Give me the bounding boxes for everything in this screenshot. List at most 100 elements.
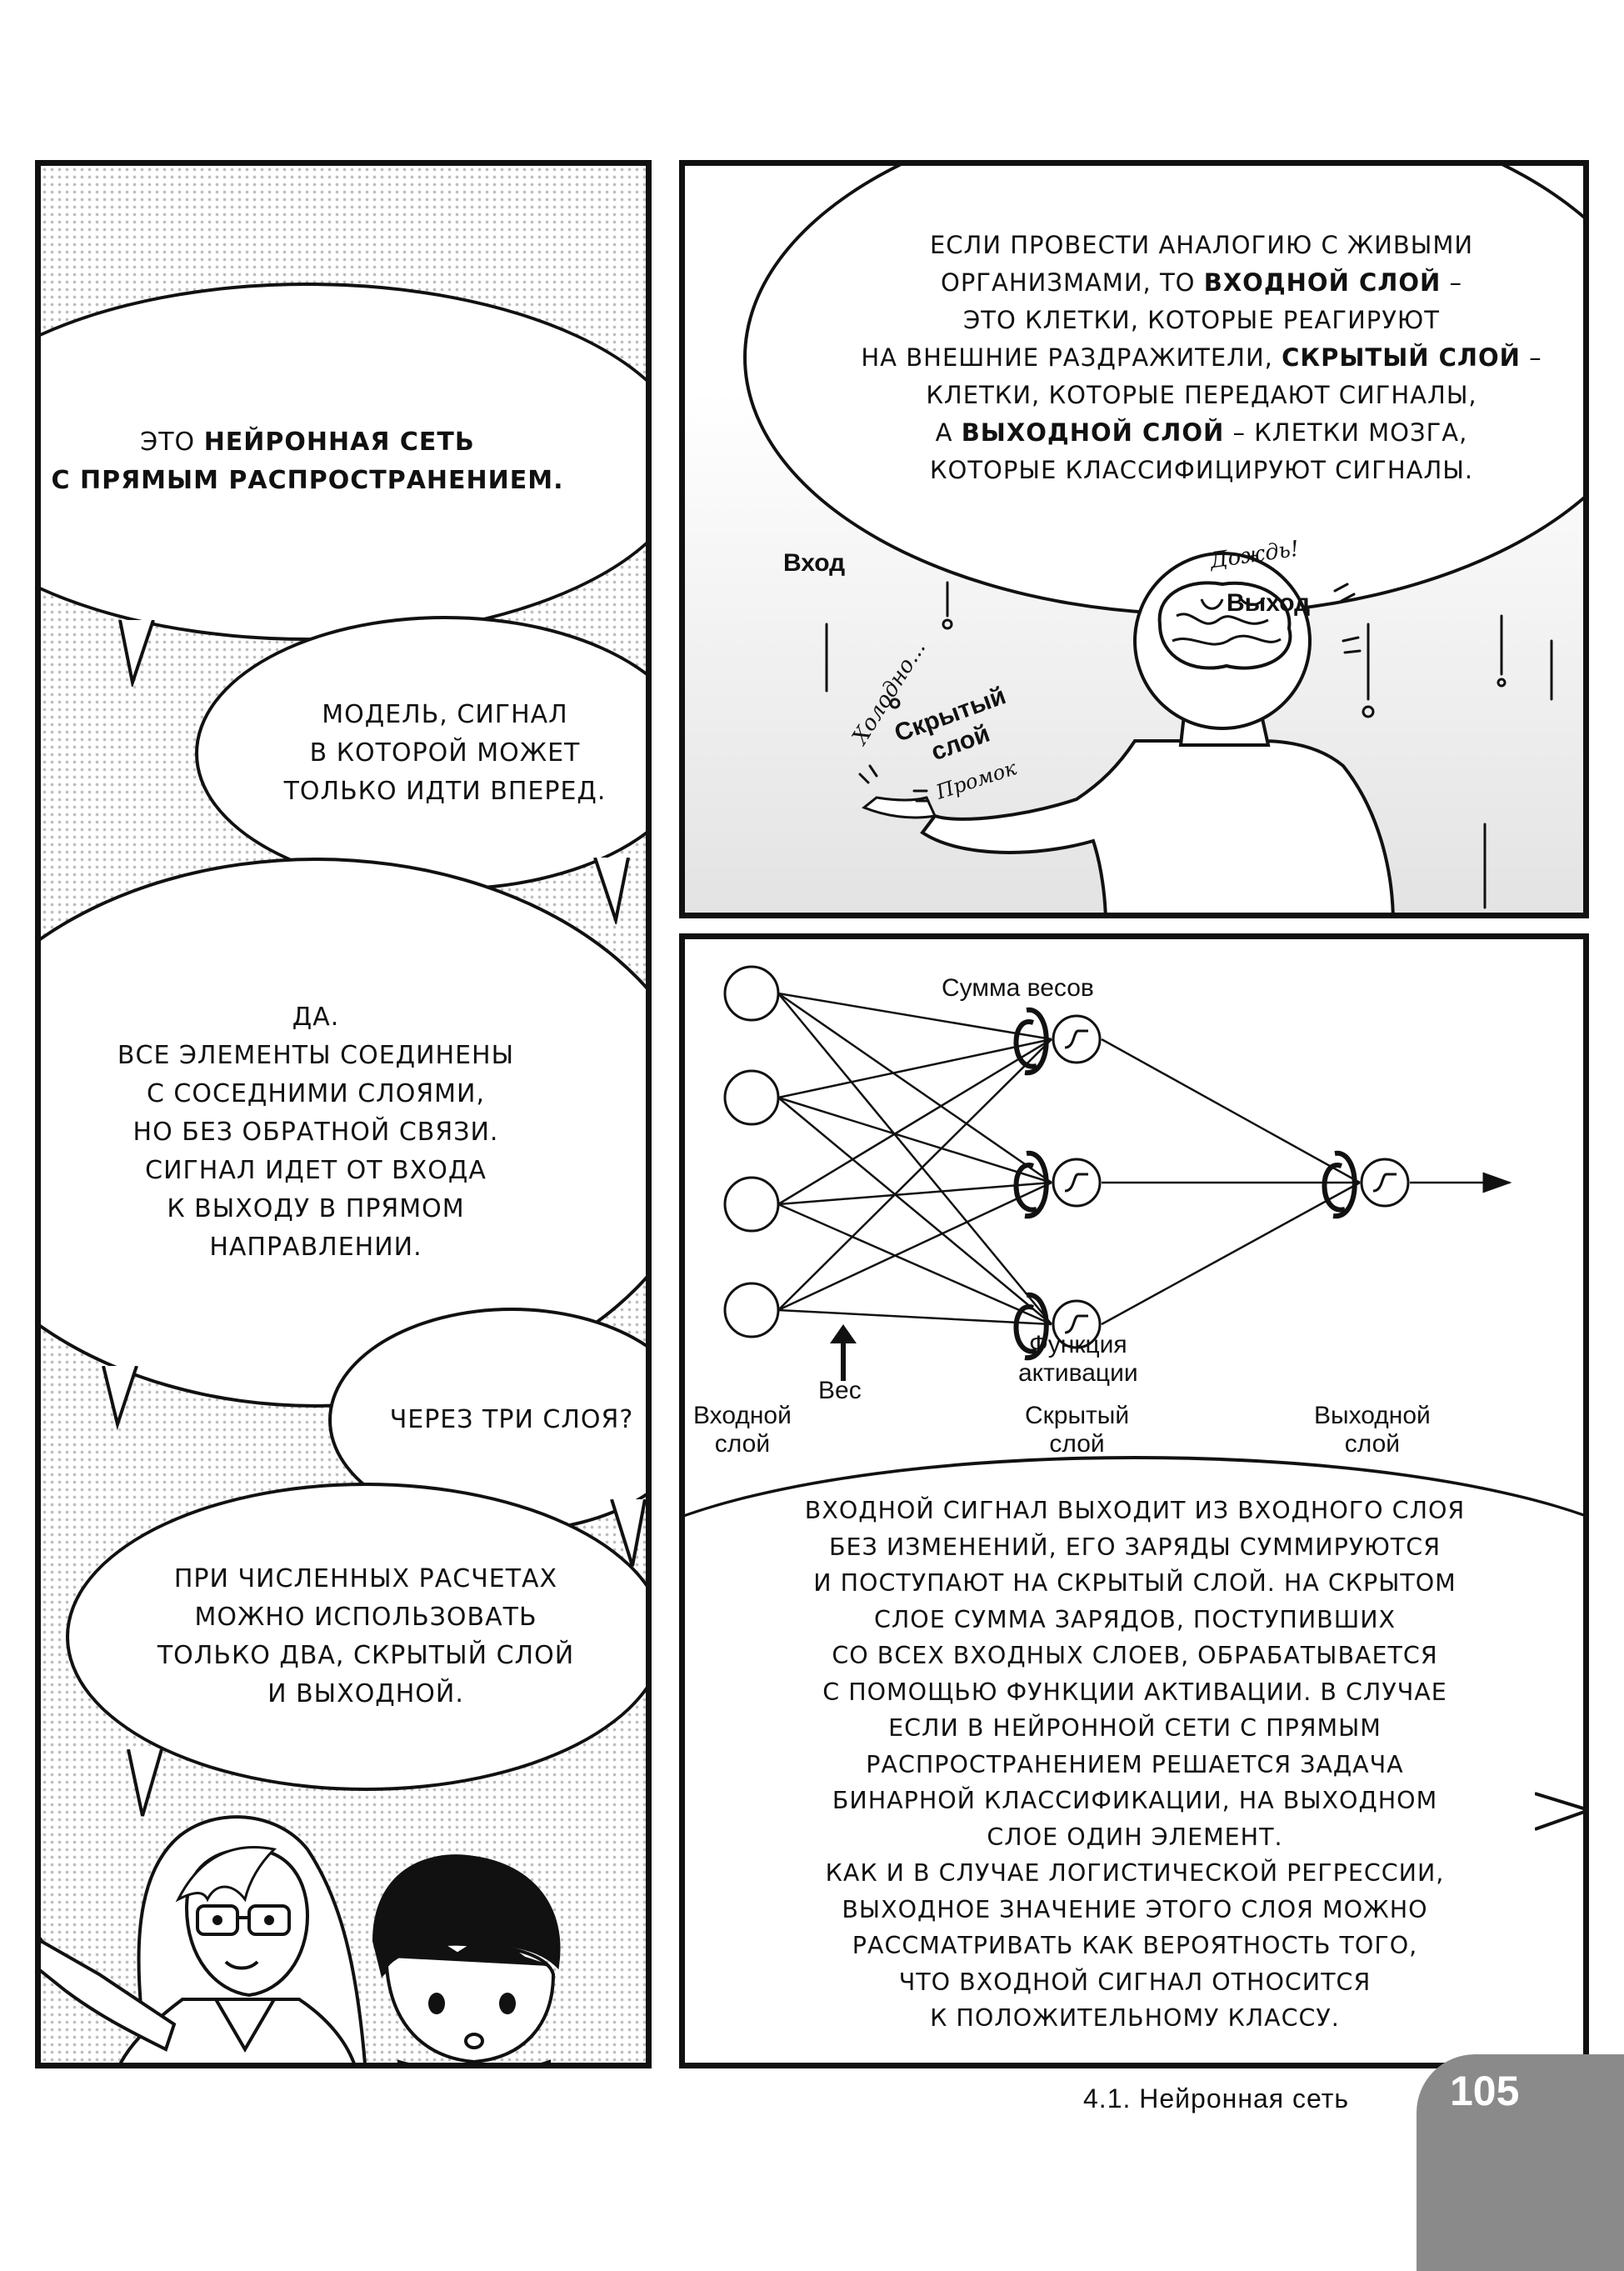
caption-line: с помощью функции активации. В случае — [822, 1678, 1447, 1706]
caption-line: рассматривать как вероятность того, — [852, 1932, 1418, 1959]
label-input-layer: Входной слой — [693, 1402, 792, 1458]
bubble-line: Все элементы соединены — [117, 1041, 515, 1070]
bubble-line: в которой может — [309, 738, 581, 768]
label-line: слой — [1344, 1430, 1401, 1458]
label-activation-function: Функция активации — [1018, 1331, 1138, 1388]
label-line: слой — [714, 1430, 771, 1458]
sum-loop-icon — [1024, 1007, 1049, 1076]
caption-line: слое сумма зарядов, поступивших — [873, 1605, 1397, 1633]
caption-line: распространением решается задача — [866, 1750, 1404, 1778]
bubble-tail — [1535, 1792, 1583, 1831]
bubble-line: которые классифицируют сигналы. — [929, 455, 1474, 484]
network-diagram-panel: Сумма весов Функция активации Вес Входно… — [679, 933, 1589, 2068]
connection-line — [777, 1181, 1052, 1206]
input-node — [723, 1069, 780, 1126]
connection-line — [1101, 1038, 1361, 1184]
bubble-line: можно использовать — [194, 1603, 537, 1632]
characters-illustration — [41, 1815, 561, 2063]
caption-line: что входной сигнал относится — [898, 1968, 1372, 1996]
caption-line: если в нейронной сети с прямым — [888, 1714, 1382, 1742]
connection-line — [777, 1097, 1052, 1325]
bubble-tail — [118, 620, 155, 687]
text: а — [935, 418, 962, 447]
sum-loop-icon — [1013, 1163, 1037, 1213]
sum-loop-icon — [1024, 1292, 1049, 1361]
connection-line — [777, 1203, 1052, 1326]
weight-arrow-icon — [830, 1324, 857, 1381]
bubble-line: При численных расчетах — [173, 1564, 558, 1593]
caption-line: выходное значение этого слоя можно — [842, 1895, 1428, 1923]
output-node — [1360, 1158, 1410, 1208]
bubble-line: только два, скрытый слой — [157, 1641, 575, 1670]
speech-bubble-two-layers: При численных расчетах можно использоват… — [66, 1483, 646, 1791]
bubble-line: Через три слоя? — [389, 1405, 634, 1434]
bubble-line: Это нейронная сеть — [140, 423, 474, 462]
page-number: 105 — [1450, 2068, 1520, 2114]
bubble-line: Да. — [292, 1003, 340, 1032]
label-line: слой — [1049, 1430, 1105, 1458]
caption-line: Как и в случае логистической регрессии, — [825, 1859, 1445, 1887]
caption-line: бинарной классификации, на выходном — [832, 1787, 1438, 1814]
bubble-line: и выходной. — [267, 1679, 464, 1708]
bubble-line: только идти вперед. — [283, 777, 607, 806]
connection-line — [777, 992, 1052, 1184]
connection-lines — [777, 992, 1512, 1326]
bubble-tail — [102, 1366, 138, 1431]
caption-line: со всех входных слоев, обрабатывается — [832, 1642, 1438, 1669]
bubble-tail — [127, 1749, 163, 1817]
sigmoid-icon — [1064, 1314, 1088, 1334]
label-hidden-layer-diagram: Скрытый слой — [1025, 1402, 1129, 1458]
bubble-line: Если провести аналогию с живыми — [929, 230, 1474, 259]
bubble-line: с соседними слоями, — [146, 1079, 486, 1108]
connection-line — [777, 1038, 1052, 1206]
speech-bubble-model: Модель, сигнал в которой может только ид… — [195, 616, 646, 891]
label-input: Вход — [783, 549, 846, 577]
text: – — [1441, 268, 1462, 297]
label-line: Входной — [693, 1402, 792, 1429]
sigmoid-icon — [1372, 1173, 1397, 1193]
label-sum-weights: Сумма весов — [942, 974, 1094, 1002]
label-line: активации — [1018, 1359, 1138, 1387]
bubble-line: на внешние раздражители, скрытый слой – — [861, 339, 1542, 377]
bubble-line: а выходной слой – клетки мозга, — [936, 414, 1468, 452]
bubble-line: к выходу в прямом — [167, 1194, 465, 1223]
sum-loop-icon — [1024, 1150, 1049, 1219]
label-line: Выходной — [1314, 1402, 1431, 1429]
label-line: Скрытый — [1025, 1402, 1130, 1429]
bold-term: скрытый слой — [1282, 343, 1521, 372]
sigmoid-icon — [1064, 1173, 1088, 1193]
hidden-node — [1052, 1158, 1102, 1208]
text: на внешние раздражители, — [861, 343, 1282, 372]
sum-loop-icon — [1332, 1150, 1357, 1219]
label-weight: Вес — [818, 1377, 862, 1404]
connection-line — [777, 1096, 1052, 1184]
sum-loop-icon — [1013, 1304, 1037, 1354]
explanation-bubble: Входной сигнал выходит из входного слоя … — [685, 1456, 1583, 2063]
input-node — [723, 965, 780, 1022]
left-panel: Это нейронная сеть с прямым распростране… — [35, 160, 652, 2068]
label-line: Функция — [1028, 1331, 1127, 1358]
caption-line: без изменений, его заряды суммируются — [828, 1533, 1441, 1561]
bubble-line: с прямым распространением. — [51, 466, 564, 495]
text: – клетки мозга, — [1224, 418, 1468, 447]
caption-line: Входной сигнал выходит из входного слоя — [804, 1497, 1466, 1524]
text: Это — [140, 428, 204, 457]
bubble-line: организмами, то входной слой – — [941, 264, 1462, 302]
sum-loop-icon — [1322, 1163, 1346, 1213]
bold-term: выходной слой — [961, 418, 1225, 447]
caption-line: слое один элемент. — [987, 1823, 1283, 1851]
connection-line — [777, 1038, 1052, 1311]
label-output-layer: Выходной слой — [1314, 1402, 1431, 1458]
neural-network-diagram — [723, 965, 1512, 1381]
hidden-node — [1052, 1014, 1102, 1064]
bold-term: нейронная сеть — [203, 428, 475, 457]
sum-loop-icon — [1013, 1019, 1037, 1069]
bubble-line: Сигнал идет от входа — [145, 1156, 487, 1185]
connection-line — [777, 1181, 1052, 1312]
bubble-line: Модель, сигнал — [322, 700, 568, 729]
sigmoid-icon — [1064, 1029, 1088, 1049]
chapter-title: 4.1. Нейронная сеть — [1083, 2083, 1350, 2113]
connection-line — [777, 1308, 1052, 1326]
connection-line — [777, 1038, 1052, 1099]
bubble-tail — [593, 858, 630, 924]
